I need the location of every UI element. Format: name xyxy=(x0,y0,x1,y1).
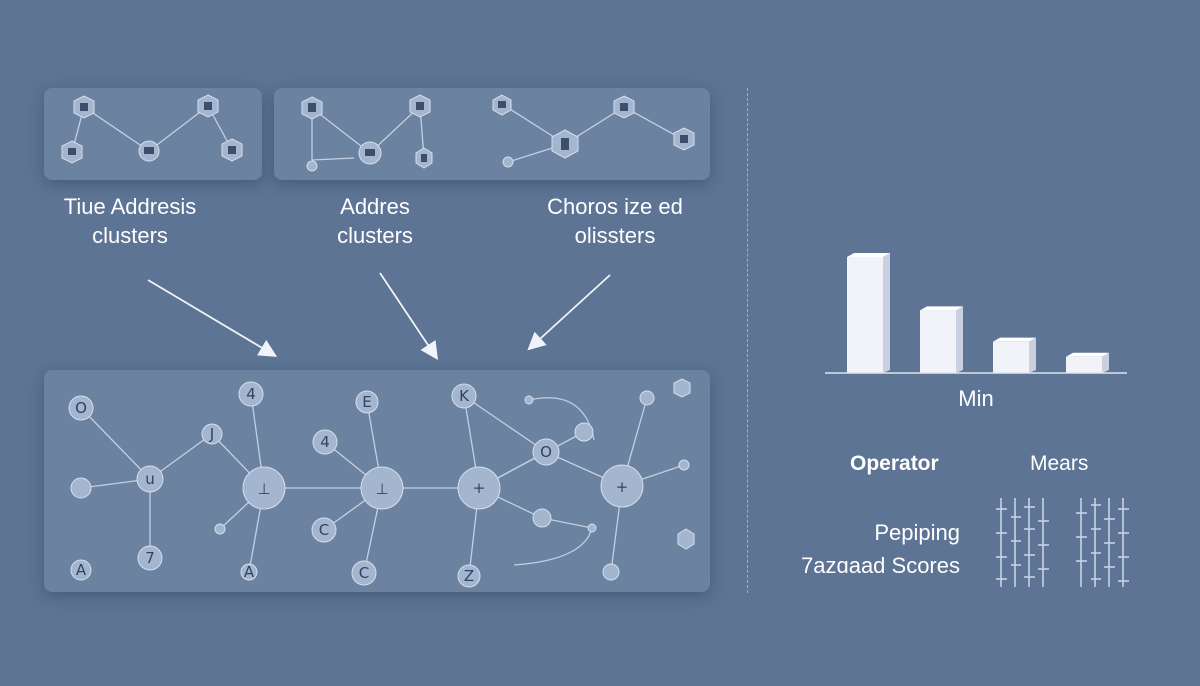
network-node-icon xyxy=(242,466,286,510)
network-node-icon xyxy=(355,390,379,414)
network-node-icon xyxy=(70,477,92,499)
cluster-label-center-line2: clusters xyxy=(337,223,413,248)
network-node-icon xyxy=(306,160,318,172)
cluster-panel-right xyxy=(274,88,710,180)
arrows xyxy=(147,272,611,360)
cluster-label-left: Tiue Addresis clusters xyxy=(40,192,220,250)
node-label: A xyxy=(76,561,87,579)
network-node-icon xyxy=(360,466,404,510)
bar-top xyxy=(993,337,1036,342)
cluster-label-right-line2: olissters xyxy=(574,223,656,248)
arrow-icon xyxy=(379,272,438,360)
operator-label: Operator xyxy=(850,452,939,475)
network-node-icon xyxy=(136,465,164,493)
node-label: A xyxy=(244,563,255,581)
scores-label: 7azɑaad Scores xyxy=(801,553,960,578)
network-node-icon xyxy=(678,459,690,471)
cluster-panel-left xyxy=(44,88,262,180)
bar-top xyxy=(847,253,890,257)
combined-graph: O 4 E K u J 4 O ⊥ ⊥ + + 7 C C Z A A xyxy=(68,378,695,588)
node-label: E xyxy=(362,393,371,411)
network-node-icon xyxy=(574,422,594,442)
bar-side xyxy=(956,306,963,373)
network-node-icon xyxy=(137,545,163,571)
bar-side xyxy=(1029,337,1036,373)
network-node-icon xyxy=(457,564,481,588)
network-node-icon xyxy=(214,523,226,535)
node-label: C xyxy=(359,564,369,582)
bar xyxy=(920,310,956,373)
node-label: u xyxy=(145,470,155,488)
cluster-label-center: Addres clusters xyxy=(300,192,450,250)
node-label: + xyxy=(473,479,486,497)
glyph-pattern-icon xyxy=(1076,498,1129,587)
network-node-icon xyxy=(524,395,534,405)
arrow-icon xyxy=(527,274,611,351)
network-node-icon xyxy=(457,466,501,510)
mears-label: Mears xyxy=(1030,452,1089,475)
node-label: ⊥ xyxy=(375,480,388,498)
section-divider xyxy=(747,88,748,593)
network-node-icon xyxy=(502,156,514,168)
node-label: ⊥ xyxy=(257,480,270,498)
network-node-icon xyxy=(68,395,94,421)
bar-side xyxy=(883,253,890,373)
node-label: 4 xyxy=(246,385,256,403)
bar-chart xyxy=(825,253,1127,374)
cluster-label-right: Choros ize ed olissters xyxy=(530,192,700,250)
network-node-icon xyxy=(587,523,597,533)
node-label: Z xyxy=(464,567,474,585)
node-label: 7 xyxy=(145,549,155,567)
network-node-icon xyxy=(451,383,477,409)
cluster-label-left-line1: Tiue Addresis xyxy=(63,194,197,219)
node-label: O xyxy=(75,399,87,417)
cluster-graph-left xyxy=(61,94,243,164)
network-node-icon xyxy=(240,563,258,581)
node-label: C xyxy=(319,521,329,539)
bar-side xyxy=(1102,352,1109,373)
cluster-label-right-line1: Choros ize ed xyxy=(547,194,683,219)
bar-top xyxy=(920,306,963,311)
network-node-icon xyxy=(600,464,644,508)
network-node-icon xyxy=(311,517,337,543)
cluster-label-left-line2: clusters xyxy=(92,223,168,248)
cluster-graph-right xyxy=(301,94,695,172)
bar xyxy=(1066,356,1102,373)
node-label: 4 xyxy=(320,433,330,451)
hexagon-node-icon xyxy=(677,528,695,550)
combined-graph-panel: O 4 E K u J 4 O ⊥ ⊥ + + 7 C C Z A A xyxy=(44,370,710,592)
node-label: K xyxy=(459,387,470,405)
network-node-icon xyxy=(639,390,655,406)
node-label: + xyxy=(616,478,629,496)
network-node-icon xyxy=(201,423,223,445)
bar xyxy=(847,257,883,373)
node-label: J xyxy=(209,425,214,443)
bar xyxy=(993,341,1029,373)
arrow-icon xyxy=(147,279,278,357)
peping-label: Pepiping xyxy=(874,520,960,545)
hexagon-node-icon xyxy=(673,378,691,398)
node-label: O xyxy=(540,443,552,461)
network-node-icon xyxy=(238,381,264,407)
cluster-label-center-line1: Addres xyxy=(340,194,410,219)
network-node-icon xyxy=(602,563,620,581)
network-node-icon xyxy=(312,429,338,455)
network-node-icon xyxy=(532,438,560,466)
bar-series xyxy=(847,253,1109,373)
network-node-icon xyxy=(70,559,92,581)
bar-top xyxy=(1066,352,1109,357)
glyph-pattern-icon xyxy=(996,498,1049,587)
network-node-icon xyxy=(532,508,552,528)
chart-x-label: Min xyxy=(958,386,994,411)
network-node-icon xyxy=(351,560,377,586)
